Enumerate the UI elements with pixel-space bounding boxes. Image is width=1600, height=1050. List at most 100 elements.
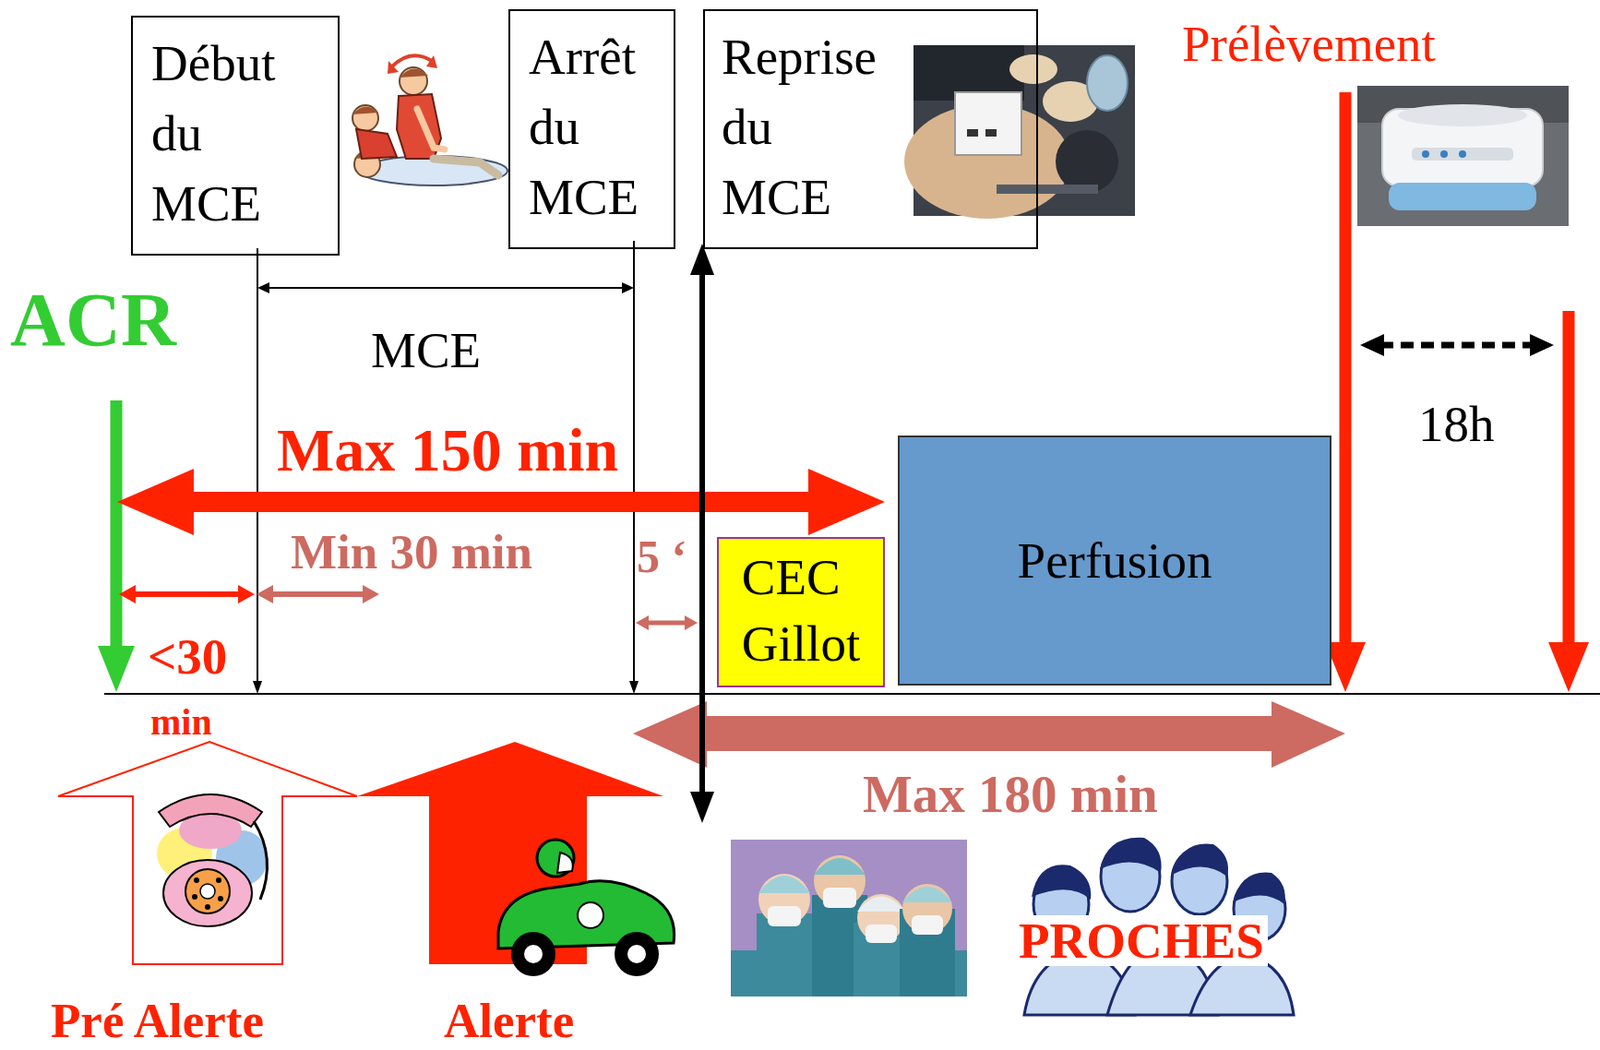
pre-cpr-arrow-part [238, 585, 255, 604]
perfusion-machine-photo [1357, 85, 1569, 227]
telephone-icon-part [163, 859, 252, 927]
resuscitation-photo-part [967, 129, 979, 137]
cpr-duration-arrow [257, 282, 634, 294]
max-150-arrow-part [184, 491, 817, 513]
resuscitation-photo-part [955, 92, 1022, 156]
event-box: Reprise du MCE [703, 9, 1039, 250]
box-text: CEC Gillot [741, 544, 860, 677]
stop-cpr-leader-part [632, 240, 635, 683]
relatives-label-holder: PROCHES [1014, 915, 1268, 967]
cpr-clipart-part [399, 68, 429, 78]
box-text: Reprise du MCE [721, 22, 877, 233]
pre-cpr-arrow-part [119, 585, 136, 604]
phase-label-holder: Pré Alerte [50, 996, 264, 1046]
phase-label: Pré Alerte [50, 996, 264, 1046]
relatives-label: PROCHES [1014, 915, 1268, 967]
cpr-clipart [352, 55, 508, 186]
delay-label-holder: <30 [147, 631, 227, 682]
start-cpr-leader [252, 248, 263, 694]
telephone-icon [156, 794, 268, 927]
delay-18h-arrow-part [1380, 342, 1534, 349]
relatives-clipart-part [1232, 872, 1286, 905]
resumption-arrow [690, 243, 715, 824]
pause-arrow-part [644, 620, 689, 626]
max-180-arrow-part [632, 701, 707, 768]
acr-arrow [97, 400, 135, 693]
max-180-arrow-part [701, 716, 1278, 752]
delay-unit-label-holder: min [150, 704, 213, 741]
pause-label: 5 ‘ [636, 533, 687, 580]
start-cpr-leader-part [252, 680, 263, 694]
telephone-icon-part [204, 904, 211, 910]
telephone-icon-part [200, 883, 215, 899]
max-180-arrow-part [1271, 701, 1346, 768]
telephone-icon-part [193, 877, 200, 884]
delay-18h-arrow [1360, 334, 1554, 357]
race-car-icon-part [627, 944, 646, 964]
race-car-icon-part [577, 902, 604, 929]
perfusion-machine-photo-part [1388, 182, 1537, 211]
acr-arrow-part [110, 400, 123, 652]
limit-label-holder: Min 30 min [290, 527, 533, 577]
surgical-team-photo-part [767, 906, 801, 927]
time-axis [104, 693, 1600, 695]
telephone-icon-part [185, 869, 230, 914]
stop-cpr-leader [629, 240, 639, 694]
surgical-team-photo-part [911, 915, 944, 935]
cpr-duration-arrow-part [257, 282, 270, 294]
procurement-arrows [1325, 92, 1589, 693]
box-text: Arrêt du MCE [528, 22, 639, 233]
cpr-clipart-part [352, 106, 379, 115]
relatives-clipart-part [1031, 864, 1091, 900]
surgical-team-photo-part [857, 894, 906, 943]
max-150-arrow-part [808, 468, 885, 536]
span-label: MCE [370, 324, 481, 376]
span-label-holder: MCE [370, 324, 481, 376]
race-car-icon [498, 839, 675, 977]
pre-alert-arrow [58, 741, 358, 965]
bypass-box: CEC Gillot [716, 537, 885, 688]
phase-label-holder: Alerte [443, 996, 574, 1046]
pause-arrow-part [684, 615, 698, 631]
perfusion-machine-photo-part [1440, 150, 1448, 158]
event-box: Début du MCE [131, 15, 340, 256]
resumption-arrow-part [699, 267, 705, 800]
cpr-clipart-part [352, 105, 379, 132]
cpr-clipart-part [356, 129, 397, 159]
box-text: Début du MCE [151, 28, 275, 239]
surgical-team-photo-part [813, 855, 866, 908]
surgical-team-photo-part [758, 875, 811, 894]
surgical-team-photo-part [857, 896, 906, 913]
race-car-icon-part [537, 839, 574, 877]
resuscitation-photo-part [1055, 130, 1119, 193]
cpr-clipart-part [417, 108, 445, 150]
min-cpr-arrow [256, 585, 380, 604]
limit-label: Max 150 min [273, 419, 622, 481]
cpr-duration-arrow-part [621, 282, 634, 294]
perfusion-machine-photo-part [1458, 150, 1467, 158]
stop-cpr-leader-part [629, 680, 639, 694]
surgical-team-photo-part [730, 839, 968, 997]
event-box: Arrêt du MCE [508, 9, 676, 250]
perfusion-machine-photo-part [1397, 104, 1528, 127]
limit-label: Min 30 min [290, 527, 533, 577]
delay-18h-arrow-part [1360, 334, 1385, 357]
max-150-arrow-part [117, 468, 194, 536]
surgical-team-photo-part [902, 883, 953, 934]
cpr-clipart-part [387, 60, 399, 74]
cpr-clipart-part [433, 158, 499, 176]
procurement-arrows-part [1339, 92, 1352, 648]
arrest-label: ACR [10, 281, 177, 359]
pause-arrow [635, 615, 698, 631]
min-cpr-arrow-part [256, 585, 274, 604]
cpr-duration-arrow-part [266, 286, 625, 289]
resuscitation-photo-part [1009, 54, 1058, 84]
surgical-team-photo-part [823, 887, 857, 908]
min-cpr-arrow-part [362, 585, 380, 604]
perfusion-machine-photo-part [1357, 85, 1569, 227]
phase-label: Alerte [443, 996, 574, 1046]
procurement-arrows-part [1548, 642, 1589, 693]
telephone-icon-part [191, 894, 198, 900]
procurement-arrows-part [1563, 310, 1576, 648]
resuscitation-photo-part [1086, 55, 1128, 111]
